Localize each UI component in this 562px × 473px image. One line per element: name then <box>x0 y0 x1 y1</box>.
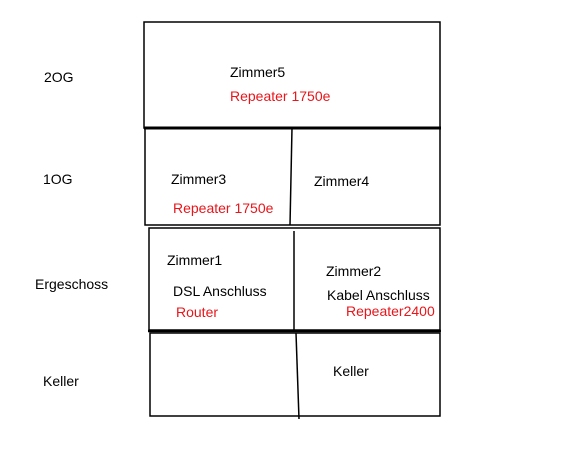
room-zimmer5-device: Repeater 1750e <box>230 88 331 104</box>
room-zimmer3-name: Zimmer3 <box>171 171 227 187</box>
room-zimmer1-name: Zimmer1 <box>167 252 223 268</box>
wall-zimmer3-zimmer4 <box>289 127 293 226</box>
floor-label-ergeschoss: Ergeschoss <box>35 276 109 292</box>
room-zimmer2-connection: Kabel Anschluss <box>327 287 430 303</box>
floor-label-2og: 2OG <box>44 69 74 85</box>
room-zimmer2-name: Zimmer2 <box>326 263 382 279</box>
room-zimmer4-name: Zimmer4 <box>314 173 370 189</box>
floor-2og-box <box>143 21 441 129</box>
floor-keller-box <box>149 332 441 417</box>
room-zimmer1-connection: DSL Anschluss <box>173 283 267 299</box>
floor-label-1og: 1OG <box>43 171 73 187</box>
room-zimmer3-device: Repeater 1750e <box>173 200 274 216</box>
room-zimmer2-device: Repeater2400 <box>346 303 435 319</box>
wall-keller <box>295 332 300 420</box>
room-zimmer5-name: Zimmer5 <box>230 64 286 80</box>
room-keller-name: Keller <box>333 363 369 379</box>
room-zimmer1-device: Router <box>176 304 219 320</box>
floor-label-keller: Keller <box>43 373 79 389</box>
